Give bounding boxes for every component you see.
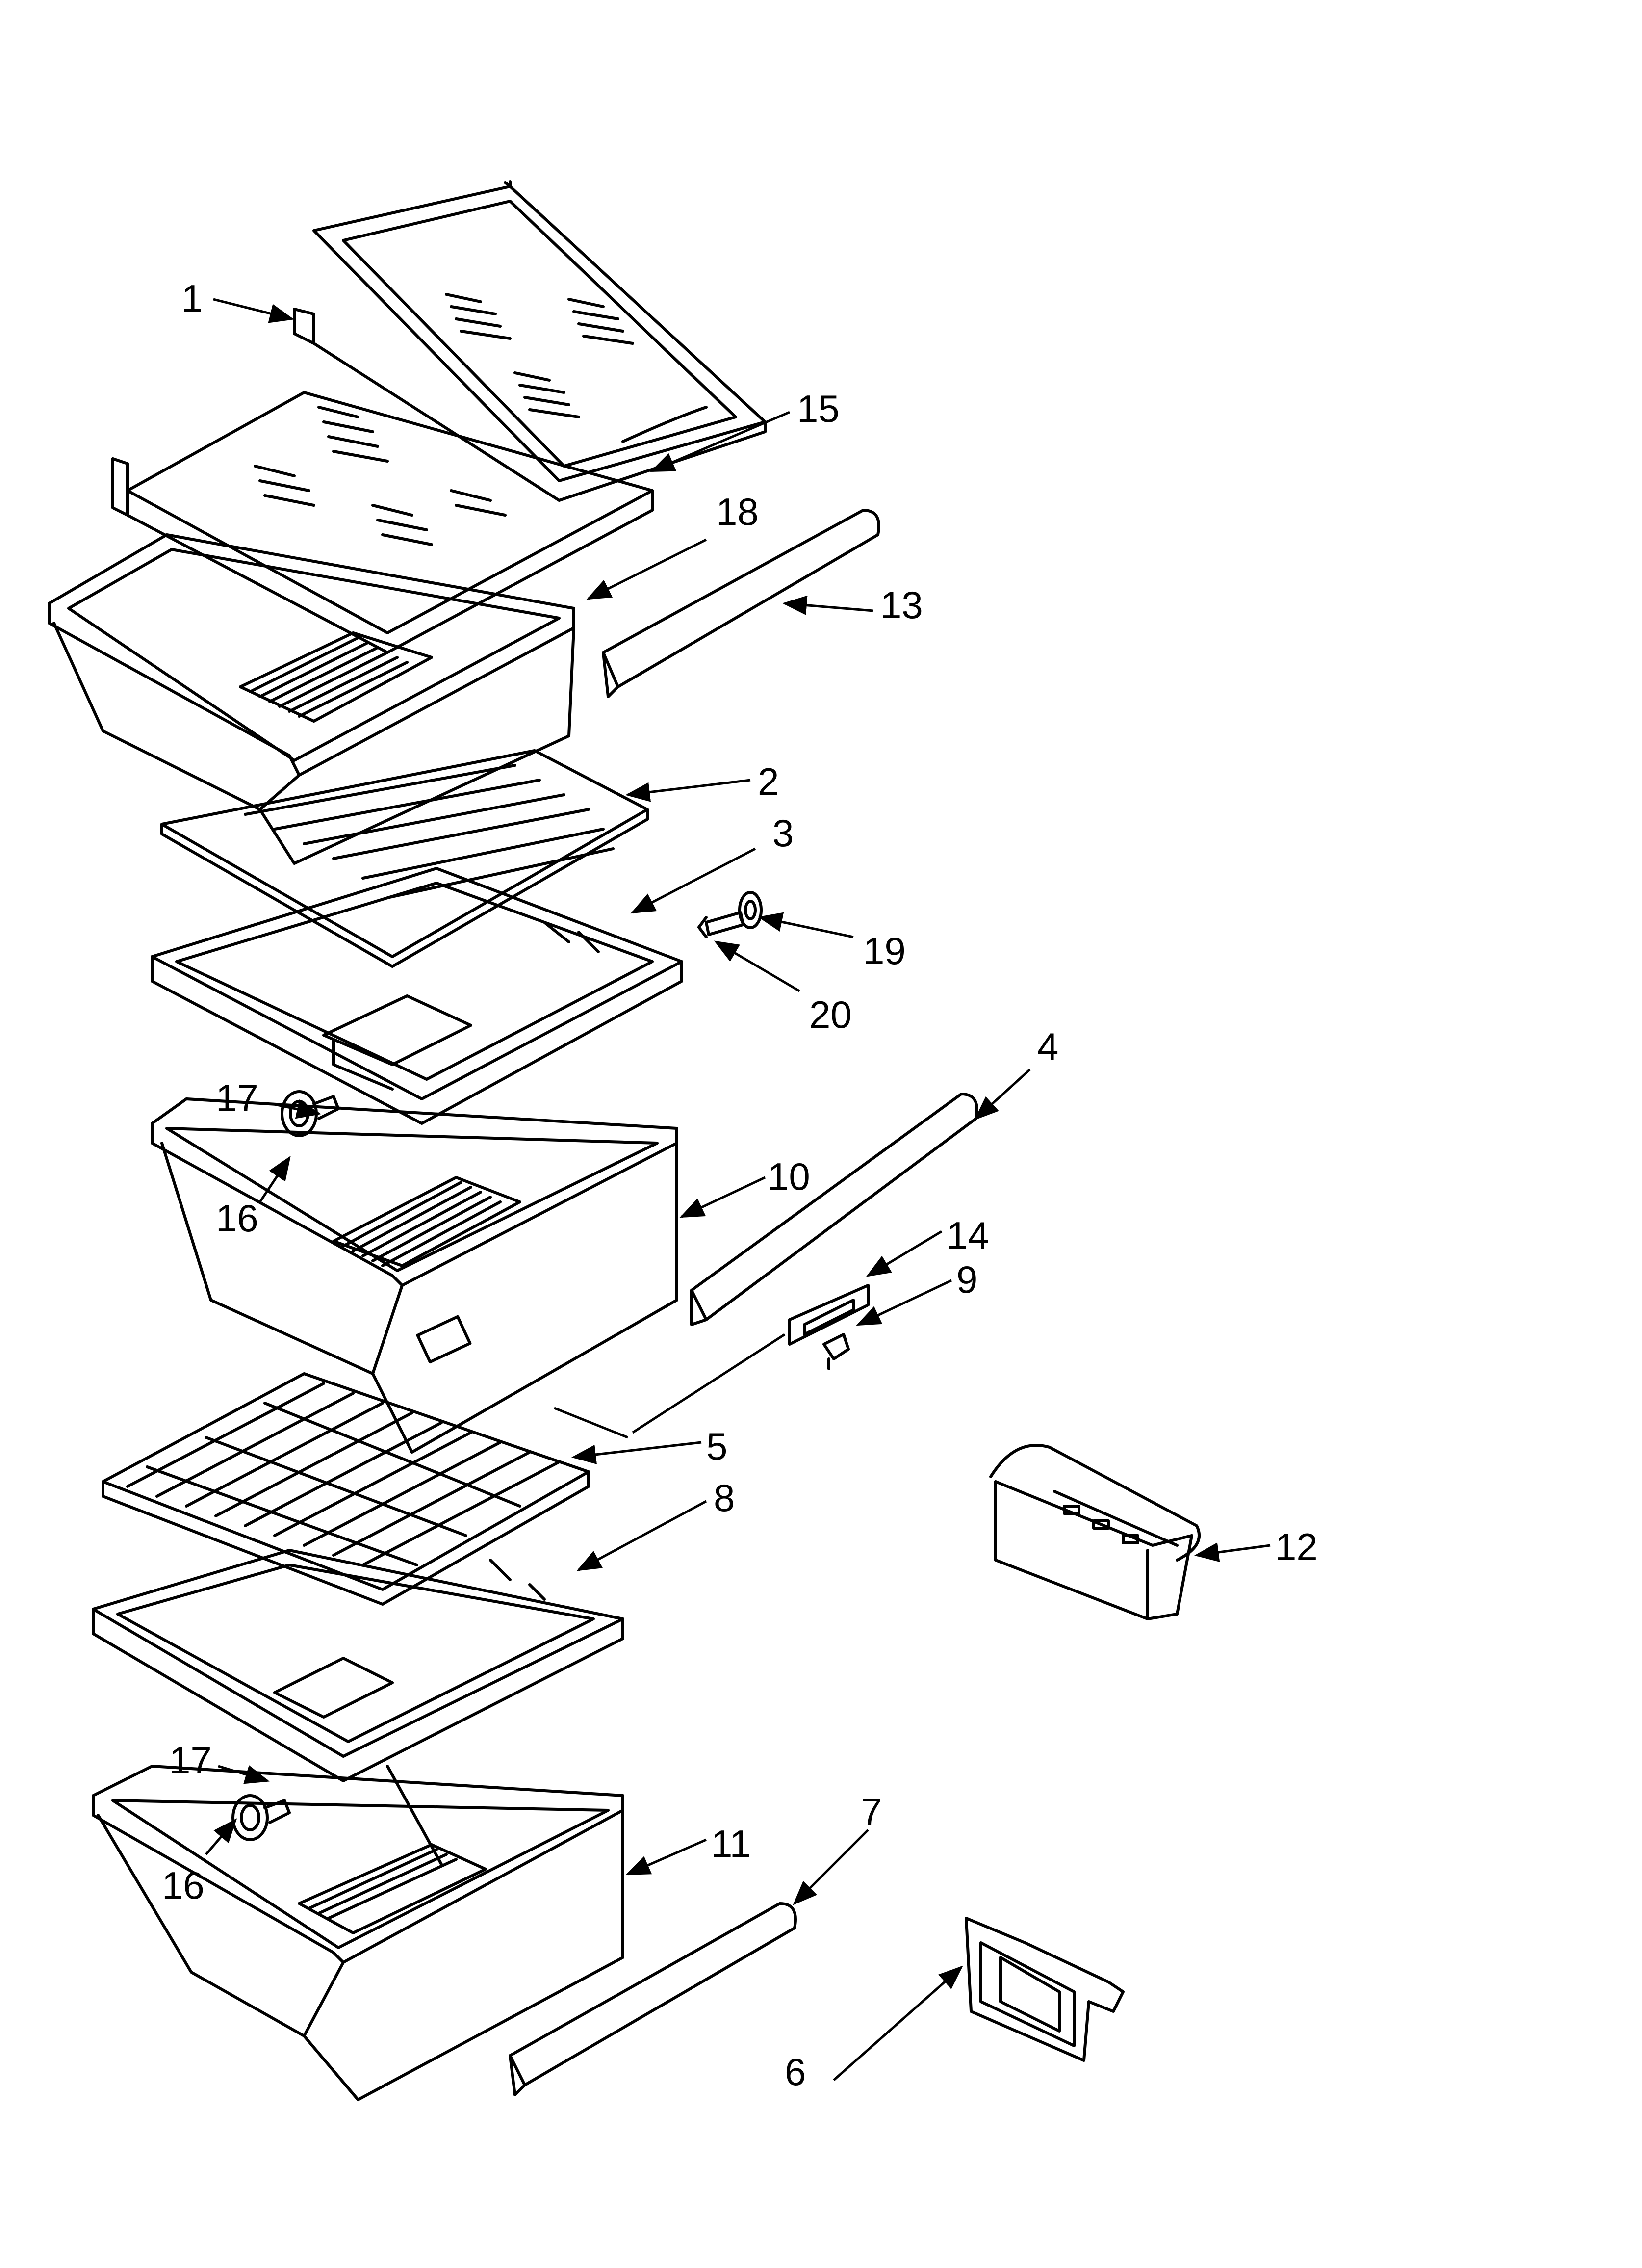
roller-part-19 (738, 891, 763, 929)
callout-15: 15 (797, 387, 840, 430)
callout-11: 11 (711, 1822, 751, 1865)
callout-5: 5 (706, 1425, 727, 1468)
second-shelf (111, 391, 654, 654)
callout-10: 10 (768, 1155, 810, 1198)
callout-16-lower: 16 (162, 1864, 205, 1907)
drawer-rail-part-4 (690, 1093, 978, 1326)
callout-labels: 1 15 18 13 2 3 19 20 17 16 4 10 14 9 5 8… (162, 277, 1318, 2093)
callout-17-lower: 17 (169, 1739, 212, 1782)
storage-bin-part-12 (989, 1444, 1201, 1620)
callout-1: 1 (181, 277, 203, 320)
drawer-rail-part-13 (602, 509, 880, 698)
callout-18: 18 (716, 490, 759, 533)
callout-14: 14 (947, 1214, 989, 1257)
callout-3: 3 (772, 811, 794, 855)
callout-4: 4 (1037, 1025, 1058, 1068)
crisper-frame-part-3 (151, 867, 683, 1125)
crisper-cover-glass-part-5 (102, 1372, 590, 1606)
crisper-cover-glass-part-2 (160, 749, 649, 968)
clip-part-9 (822, 1333, 850, 1370)
callout-2: 2 (758, 760, 779, 803)
callout-8: 8 (714, 1476, 735, 1519)
screw-part-20 (697, 911, 744, 938)
callout-20: 20 (809, 993, 852, 1036)
middle-crisper-drawer (151, 1097, 678, 1454)
crisper-frame-part-8 (92, 1549, 624, 1782)
assembly-dashed-line (554, 1333, 786, 1439)
wheel-assembly-upper (281, 1090, 340, 1137)
callout-7: 7 (861, 1790, 882, 1833)
callout-13: 13 (880, 583, 923, 626)
callout-17-upper: 17 (216, 1076, 258, 1120)
lower-crisper-drawer (92, 1765, 624, 2101)
callout-16-upper: 16 (216, 1197, 258, 1240)
bracket-part-14 (788, 1284, 870, 1346)
upper-crisper-drawer (48, 533, 575, 865)
callout-9: 9 (956, 1258, 977, 1301)
callout-12: 12 (1275, 1525, 1318, 1568)
leader-lines (205, 298, 1271, 2081)
drawer-rail-part-7 (509, 1902, 797, 2096)
callout-6: 6 (785, 2050, 806, 2093)
cover-plate-part-6 (965, 1917, 1125, 2062)
upper-shelf-part-1 (293, 180, 767, 502)
callout-19: 19 (863, 929, 906, 972)
